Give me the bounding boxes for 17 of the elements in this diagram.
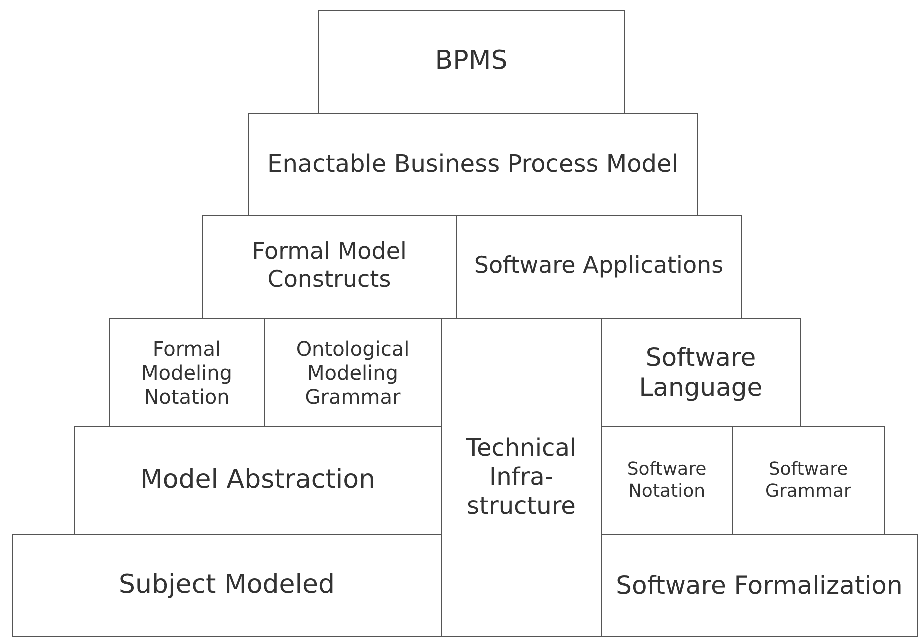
block-label: Software Formalization (616, 570, 903, 600)
block-label: Software Language (638, 342, 764, 402)
block-label: Enactable Business Process Model (268, 150, 678, 179)
pyramid-block (12, 534, 442, 637)
block-label: Ontological Modeling Grammar (295, 336, 411, 408)
block-label: Subject Modeled (118, 570, 336, 602)
block-label: Formal Modeling Notation (140, 336, 234, 408)
pyramid-block (318, 10, 625, 114)
block-label: Model Abstraction (140, 464, 376, 496)
block-label: Formal Model Constructs (251, 239, 408, 295)
block-label: Software Grammar (764, 458, 852, 502)
block-label: Software Applications (474, 253, 724, 281)
pyramid-block (248, 113, 698, 216)
pyramid-block (601, 534, 918, 637)
block-label: Software Notation (626, 458, 708, 502)
block-label: Technical Infra-structure (465, 434, 578, 521)
block-label: BPMS (435, 46, 508, 78)
